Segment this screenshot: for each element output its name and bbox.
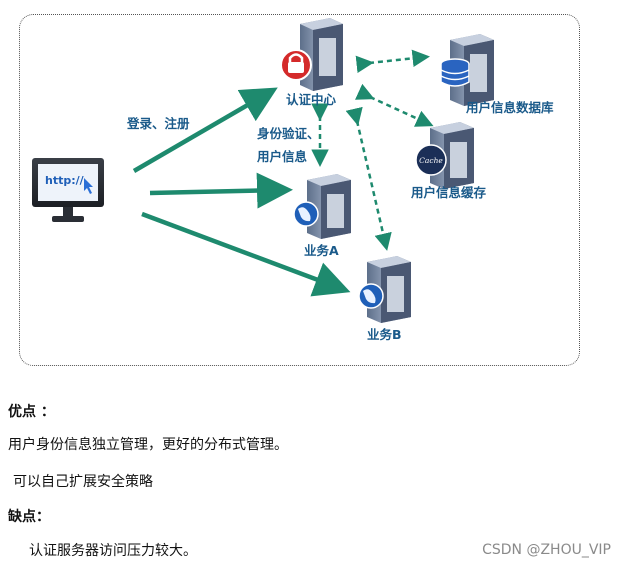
globe-icon-service-b <box>358 283 384 309</box>
cons-item-1: 认证服务器访问压力较大。 <box>29 543 197 559</box>
service-a-label: 业务A <box>304 243 339 258</box>
cache-badge-icon: Cache <box>415 144 447 176</box>
user-cache-server-icon <box>430 122 474 189</box>
cache-badge-text: Cache <box>419 156 443 165</box>
client-computer-icon <box>32 158 104 222</box>
database-icon <box>440 58 470 87</box>
pros-heading: 优点 ： <box>8 404 55 420</box>
dashed-arrow-auth-cache <box>354 83 434 127</box>
arrow-client-to-service-a <box>149 172 293 209</box>
arrow-client-to-service-b <box>141 211 351 297</box>
pros-item-2: 可以自己扩展安全策略 <box>13 474 153 490</box>
watermark: CSDN @ZHOU_VIP <box>482 542 611 558</box>
arrow-client-to-auth <box>132 87 278 173</box>
service-b-label: 业务B <box>367 327 402 342</box>
pros-item-1: 用户身份信息独立管理，更好的分布式管理。 <box>8 437 288 453</box>
user-db-label: 用户信息数据库 <box>466 100 554 115</box>
service-a-server-icon <box>307 174 351 239</box>
login-register-label: 登录、注册 <box>127 116 190 131</box>
dashed-arrow-auth-service-b <box>345 106 392 251</box>
cons-heading: 缺点： <box>8 509 50 525</box>
identity-verify-label-line1: 身份验证、 <box>257 126 320 141</box>
client-url-label: http:// <box>45 174 84 187</box>
lock-icon <box>280 49 312 81</box>
identity-verify-label-line2: 用户信息 <box>257 149 308 164</box>
auth-center-label: 认证中心 <box>286 92 337 107</box>
auth-center-server-icon <box>300 18 343 91</box>
globe-icon-service-a <box>293 201 319 227</box>
user-cache-label: 用户信息缓存 <box>411 185 487 200</box>
user-db-server-icon <box>450 34 494 106</box>
dashed-arrow-auth-db <box>355 49 430 74</box>
